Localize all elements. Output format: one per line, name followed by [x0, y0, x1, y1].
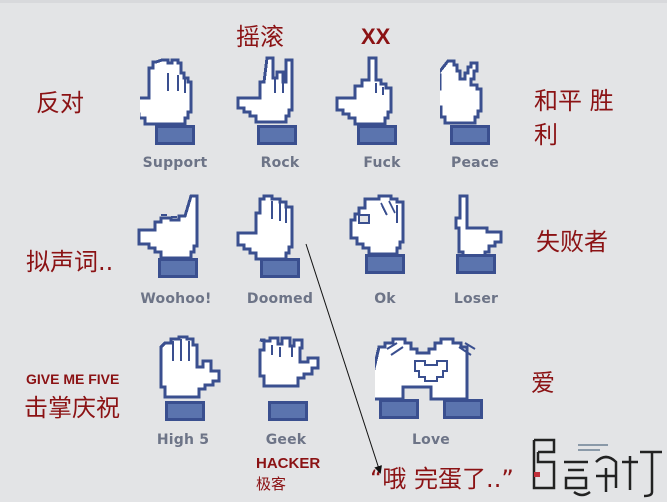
annotation-high5-cn: 击掌庆祝	[24, 394, 120, 422]
annotation-fuck: XX	[361, 24, 391, 49]
crossed-fingers-hand-icon[interactable]	[140, 55, 210, 150]
pinky-up-hand-icon[interactable]	[133, 193, 208, 283]
annotation-geek-en: HACKER	[256, 455, 321, 472]
annotation-high5-en: GIVE ME FIVE	[26, 371, 120, 387]
annotation-doomed-quote: “哦 完蛋了..”	[370, 465, 514, 493]
gesture-label-peace: Peace	[451, 155, 499, 171]
high-five-hand-icon[interactable]	[155, 335, 230, 425]
annotation-peace-line2: 利	[534, 121, 558, 149]
open-palm-hand-icon[interactable]	[236, 193, 311, 283]
annotation-geek-cn: 极客	[256, 475, 287, 493]
middle-finger-hand-icon[interactable]	[335, 55, 405, 150]
site-logo-icon	[530, 432, 664, 498]
annotation-peace-line1: 和平 胜	[534, 87, 614, 115]
ok-sign-hand-icon[interactable]	[343, 193, 418, 283]
top-border	[0, 0, 667, 3]
gesture-label-support: Support	[142, 155, 208, 171]
gesture-label-doomed: Doomed	[246, 291, 314, 307]
heart-hands-icon[interactable]	[375, 335, 487, 425]
annotation-support: 反对	[36, 89, 84, 117]
annotation-woohoo: 拟声词..	[26, 248, 114, 276]
gesture-label-woohoo: Woohoo!	[140, 291, 212, 307]
rock-horns-hand-icon[interactable]	[235, 55, 305, 150]
gesture-label-high-5: High 5	[156, 432, 210, 448]
gesture-label-loser: Loser	[453, 291, 499, 307]
gesture-label-ok: Ok	[374, 291, 396, 307]
gesture-label-rock: Rock	[260, 155, 300, 171]
l-sign-hand-icon[interactable]	[452, 193, 527, 283]
gesture-label-love: Love	[412, 432, 450, 448]
peace-sign-hand-icon[interactable]	[440, 55, 510, 150]
gesture-label-geek: Geek	[265, 432, 307, 448]
annotation-loser: 失败者	[536, 228, 608, 256]
vulcan-salute-hand-icon[interactable]	[258, 335, 333, 425]
annotation-rock: 摇滚	[236, 23, 284, 51]
gesture-label-fuck: Fuck	[363, 155, 401, 171]
annotation-love: 爱	[531, 369, 555, 397]
